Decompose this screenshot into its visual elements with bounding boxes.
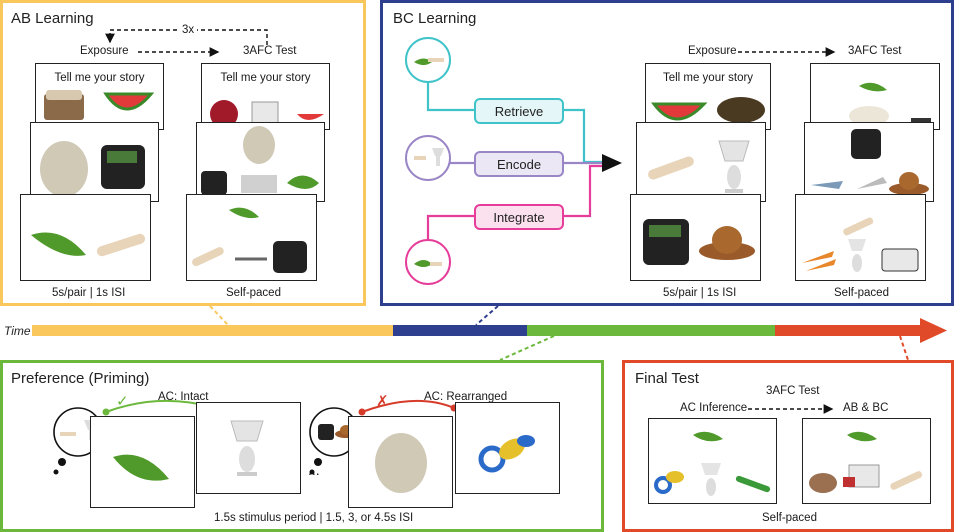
time-label: Time xyxy=(4,324,31,338)
bed-watermelon-icons xyxy=(44,90,155,120)
final-test-label: 3AFC Test xyxy=(766,385,820,397)
lettuce-pacifier-lamp-crayon-icons xyxy=(654,431,771,496)
intact-label: AC: Intact xyxy=(158,391,209,403)
prompt-text: Tell me your story xyxy=(54,72,145,84)
lettuce-icon xyxy=(113,454,169,481)
bc-exposure-caption: 5s/pair | 1s ISI xyxy=(663,287,737,299)
ab-bc-label: AB & BC xyxy=(843,402,889,414)
intact-check-icon: ✓ xyxy=(116,393,129,410)
bc-test-caption: Self-paced xyxy=(834,287,889,299)
ab-test-caption: Self-paced xyxy=(226,287,281,299)
egg-truck-lettuce-icons xyxy=(201,126,319,195)
ac-inference-label: AC Inference xyxy=(680,402,748,414)
bc-test-card-chalk xyxy=(795,194,926,281)
integrate-box: Integrate xyxy=(474,204,564,230)
panel-title: Final Test xyxy=(635,370,699,387)
rearranged-card-egg xyxy=(348,416,453,508)
ab-exposure-caption: 5s/pair | 1s ISI xyxy=(52,287,126,299)
lettuce-rabbit-truck-chalk-icons xyxy=(809,431,923,493)
ellipsis: ... xyxy=(308,462,320,478)
bc-exposure-label: Exposure xyxy=(688,45,737,57)
bc-test-label: 3AFC Test xyxy=(848,45,902,57)
rearranged-card-pacifier xyxy=(455,402,560,494)
intact-card-lamp xyxy=(196,402,301,494)
intact-card-lettuce xyxy=(90,416,195,508)
prompt-text: Tell me your story xyxy=(220,72,311,84)
lamp-icon xyxy=(230,420,264,476)
final-caption: Self-paced xyxy=(762,512,817,524)
bc-test-card-sharpener xyxy=(804,122,934,202)
pacifier-icon xyxy=(478,435,535,473)
bc-exposure-card-sharpener xyxy=(630,194,761,281)
ac-inference-card xyxy=(648,418,777,504)
preference-caption: 1.5s stimulus period | 1.5, 3, or 4.5s I… xyxy=(214,512,414,524)
chalk-lamp-icons xyxy=(648,140,750,193)
encode-box: Encode xyxy=(474,151,564,177)
panel-title: AB Learning xyxy=(11,10,94,27)
lettuce-chalk-icons xyxy=(31,232,146,257)
test-label: 3AFC Test xyxy=(243,45,297,57)
rearranged-label: AC: Rearranged xyxy=(424,391,508,403)
sharpener-plane-hat-icons xyxy=(811,129,929,195)
lettuce-sheep-icons xyxy=(849,82,931,126)
ab-exposure-card-egg xyxy=(30,122,159,202)
prompt-text: Tell me your story xyxy=(662,72,754,84)
bc-exposure-prompt-card: Tell me your story xyxy=(645,63,771,130)
ab-exposure-card-lettuce xyxy=(20,194,151,281)
egg-icon xyxy=(375,433,427,493)
panel-title: Preference (Priming) xyxy=(11,370,150,387)
exposure-label: Exposure xyxy=(80,45,129,57)
ab-bc-card xyxy=(802,418,931,504)
lettuce-chalk-nail-sharpener-icons xyxy=(192,207,307,273)
encode-thought-cloud xyxy=(405,135,451,181)
repeat-label: 3x xyxy=(179,24,198,36)
ab-test-card-egg xyxy=(196,122,325,202)
watermelon-turtle-icons xyxy=(651,97,765,123)
retrieve-box: Retrieve xyxy=(474,98,564,124)
rearranged-thought-cloud xyxy=(309,407,359,475)
panel-title: BC Learning xyxy=(393,10,477,27)
chalk-carrots-lamp-bus-icons xyxy=(802,217,919,272)
rearranged-cross-icon: ✗ xyxy=(376,393,389,410)
sharpener-hat-icons xyxy=(643,219,755,265)
egg-sharpener-icons xyxy=(40,141,145,197)
bc-exposure-card-chalk xyxy=(636,122,766,202)
ab-test-card-lettuce xyxy=(186,194,317,281)
ab-exposure-prompt-card: Tell me your story xyxy=(35,63,164,130)
integrate-thought-cloud xyxy=(405,239,451,285)
